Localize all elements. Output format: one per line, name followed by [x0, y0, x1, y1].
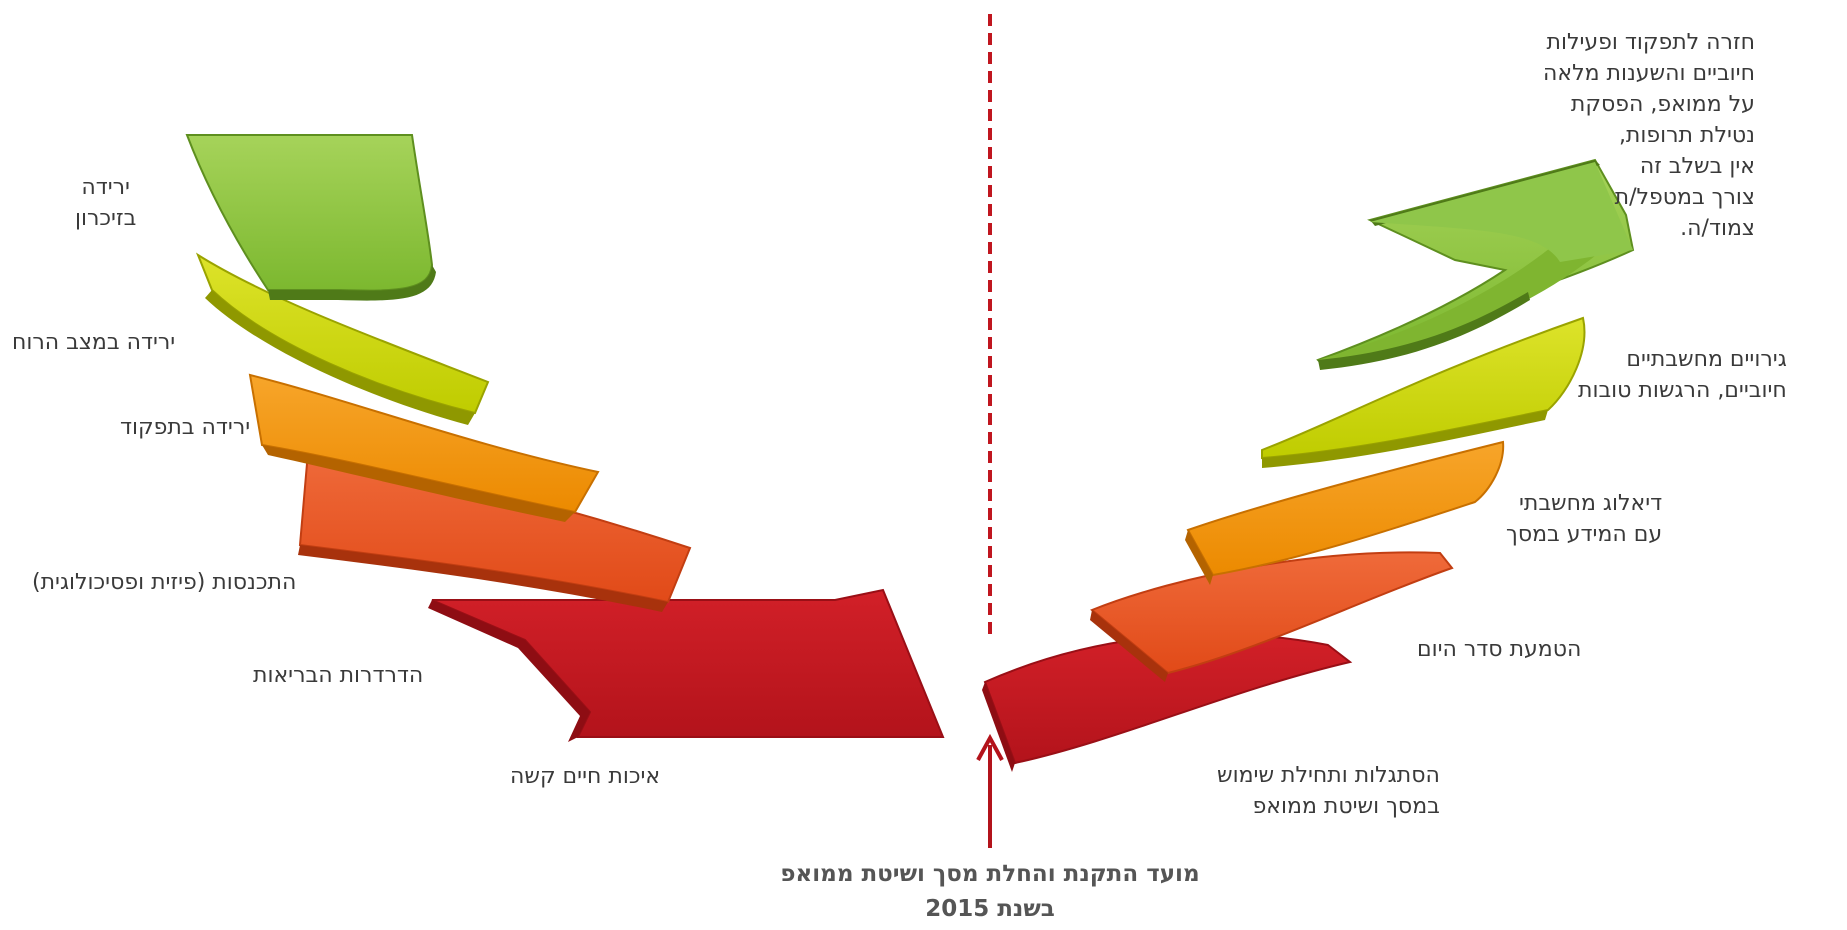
installation-caption: מועד התקנת והחלת מסך ושיטת ממואפ בשנת 20… [752, 857, 1228, 927]
descending-arrow-head [431, 588, 945, 738]
label-line: דיאלוג מחשבתי [1518, 491, 1663, 516]
ascending-band-orange [1186, 440, 1505, 577]
descending-band-green [185, 134, 434, 292]
label-health-deterioration: הדרדרות הבריאות [253, 660, 423, 691]
label-line: אין בשלב זה [1639, 154, 1755, 179]
label-line: צורך במטפל/ת [1614, 185, 1755, 210]
label-daily-routine: הטמעת סדר היום [1417, 634, 1581, 665]
label-line: הדרדרות הבריאות [253, 663, 424, 688]
label-line: ירידה [81, 175, 130, 200]
label-line: בזיכרון [75, 206, 137, 231]
label-line: עם המידע במסך [1506, 522, 1663, 547]
label-mood-decline: ירידה במצב הרוח [12, 327, 175, 358]
label-line: צמוד/ה. [1680, 216, 1755, 241]
caption-line: בשנת 2015 [925, 896, 1055, 922]
ascending-band-yellow [1261, 316, 1586, 460]
label-positive-stimuli: גירויים מחשבתיים חיוביים, הרגשות טובות [1578, 344, 1787, 406]
label-line: על ממואפ, הפסקת [1570, 92, 1755, 117]
label-line: הסתגלות ותחילת שימוש [1217, 763, 1440, 788]
ascending-arrow [982, 158, 1635, 772]
label-line: ירידה במצב הרוח [12, 330, 176, 355]
label-line: חיוביים, הרגשות טובות [1578, 378, 1787, 403]
label-line: איכות חיים קשה [510, 764, 661, 789]
label-line: גירויים מחשבתיים [1626, 347, 1787, 372]
label-withdrawal: התכנסות (פיזית ופסיכולוגית) [32, 567, 296, 598]
label-line: במסך ושיטת ממואפ [1252, 794, 1440, 819]
caption-line: מועד התקנת והחלת מסך ושיטת ממואפ [780, 861, 1200, 887]
ascending-band-green [1318, 240, 1600, 365]
ascending-band-red [983, 633, 1353, 765]
label-line: הטמעת סדר היום [1417, 637, 1582, 662]
label-return-to-function: חזרה לתפקוד ופעילות חיוביים והשענות מלאה… [1543, 27, 1755, 244]
label-mental-dialogue: דיאלוג מחשבתי עם המידע במסך [1506, 488, 1662, 550]
label-line: חזרה לתפקוד ופעילות [1546, 30, 1755, 55]
label-function-decline: ירידה בתפקוד [120, 412, 250, 443]
ascending-band-red-orange [1090, 551, 1454, 675]
label-line: נטילת תרופות, [1618, 123, 1755, 148]
label-line: ירידה בתפקוד [120, 415, 251, 440]
label-memory-decline: ירידה בזיכרון [75, 172, 136, 234]
label-hard-quality-of-life: איכות חיים קשה [510, 761, 660, 792]
descending-arrow [185, 134, 945, 742]
label-line: חיוביים והשענות מלאה [1543, 61, 1755, 86]
label-adaptation: הסתגלות ותחילת שימוש במסך ושיטת ממואפ [1217, 760, 1440, 822]
label-line: התכנסות (פיזית ופסיכולוגית) [32, 570, 297, 595]
up-arrow-indicator [976, 733, 1004, 848]
